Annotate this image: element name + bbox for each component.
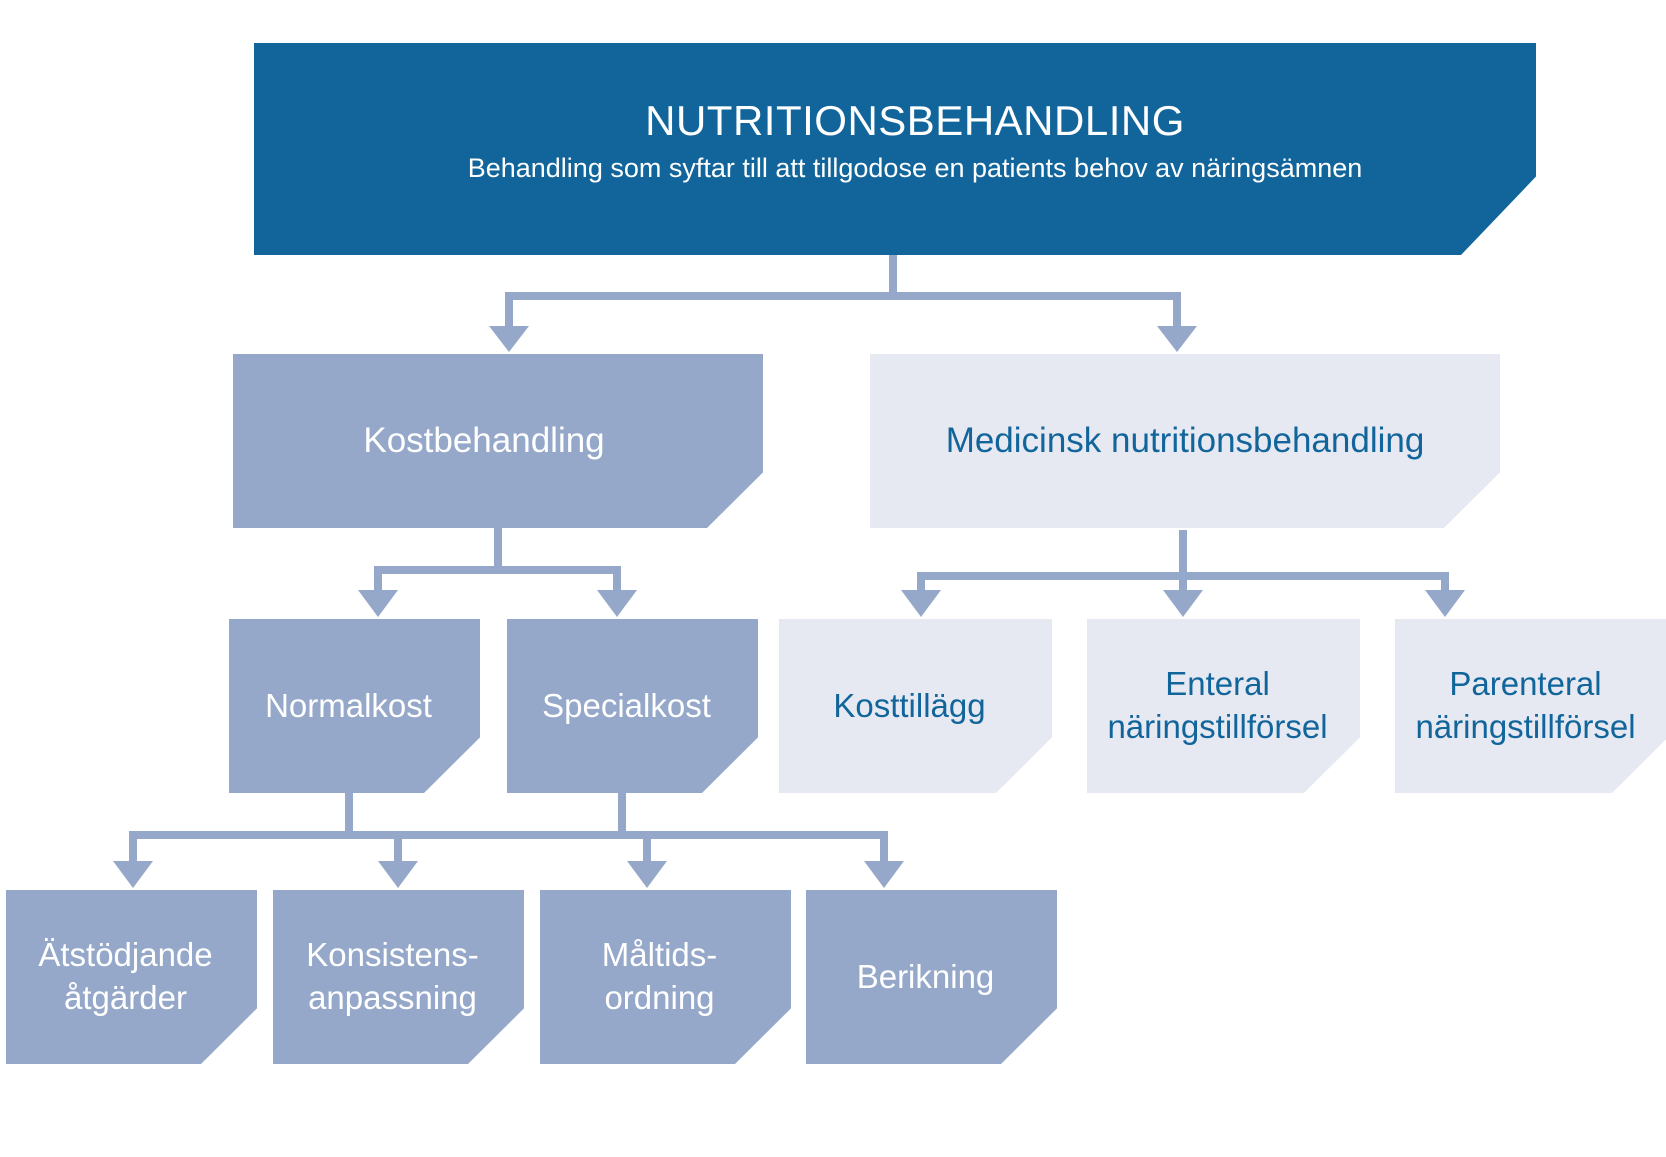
node-parenteral: Parenteral näringstillförsel: [1395, 619, 1666, 793]
node-berikning: Berikning: [806, 890, 1057, 1064]
node-label: Konsistens- anpassning: [306, 936, 479, 1016]
node-label: Normalkost: [265, 686, 432, 724]
node-label: Berikning: [856, 957, 995, 995]
arrowhead-parenteral: [1425, 590, 1465, 617]
node-label: Kosttillägg: [833, 686, 986, 724]
root-subtitle: Behandling som syftar till att tillgodos…: [467, 152, 1363, 183]
arrowhead-kost: [489, 326, 529, 352]
arrowhead-tillagg: [901, 590, 941, 617]
arrowhead-normal: [358, 590, 398, 617]
node-label: Enteral näringstillförsel: [1107, 665, 1328, 745]
node-label: Specialkost: [542, 686, 711, 724]
node-label: Ätstödjande åtgärder: [38, 936, 213, 1016]
node-kosttillagg: Kosttillägg: [779, 619, 1052, 793]
root-node: NUTRITIONSBEHANDLING Behandling som syft…: [254, 43, 1536, 255]
arrowhead-berikn: [864, 861, 904, 888]
arrowheads: [113, 326, 1465, 888]
node-label: Kostbehandling: [363, 421, 605, 461]
node-label: Medicinsk nutritionsbehandling: [945, 421, 1425, 461]
arrowhead-med: [1157, 326, 1197, 352]
arrowhead-special: [597, 590, 637, 617]
node-atstodjande: Ätstödjande åtgärder: [6, 890, 257, 1064]
node-normalkost: Normalkost: [229, 619, 480, 793]
node-kostbehandling: Kostbehandling: [233, 354, 763, 528]
node-konsistensanpassning: Konsistens- anpassning: [273, 890, 524, 1064]
node-specialkost: Specialkost: [507, 619, 758, 793]
node-label: Parenteral näringstillförsel: [1415, 665, 1636, 745]
arrowhead-maltid: [627, 861, 667, 888]
arrowhead-konsist: [378, 861, 418, 888]
root-title: NUTRITIONSBEHANDLING: [645, 97, 1185, 145]
arrowhead-enteral: [1163, 590, 1203, 617]
node-enteral: Enteral näringstillförsel: [1087, 619, 1360, 793]
node-label: Måltids- ordning: [601, 936, 718, 1016]
node-maltidsordning: Måltids- ordning: [540, 890, 791, 1064]
connector-lines: [129, 255, 1449, 864]
arrowhead-atstod: [113, 861, 153, 888]
node-medicinsk-nutritionsbehandling: Medicinsk nutritionsbehandling: [870, 354, 1500, 528]
